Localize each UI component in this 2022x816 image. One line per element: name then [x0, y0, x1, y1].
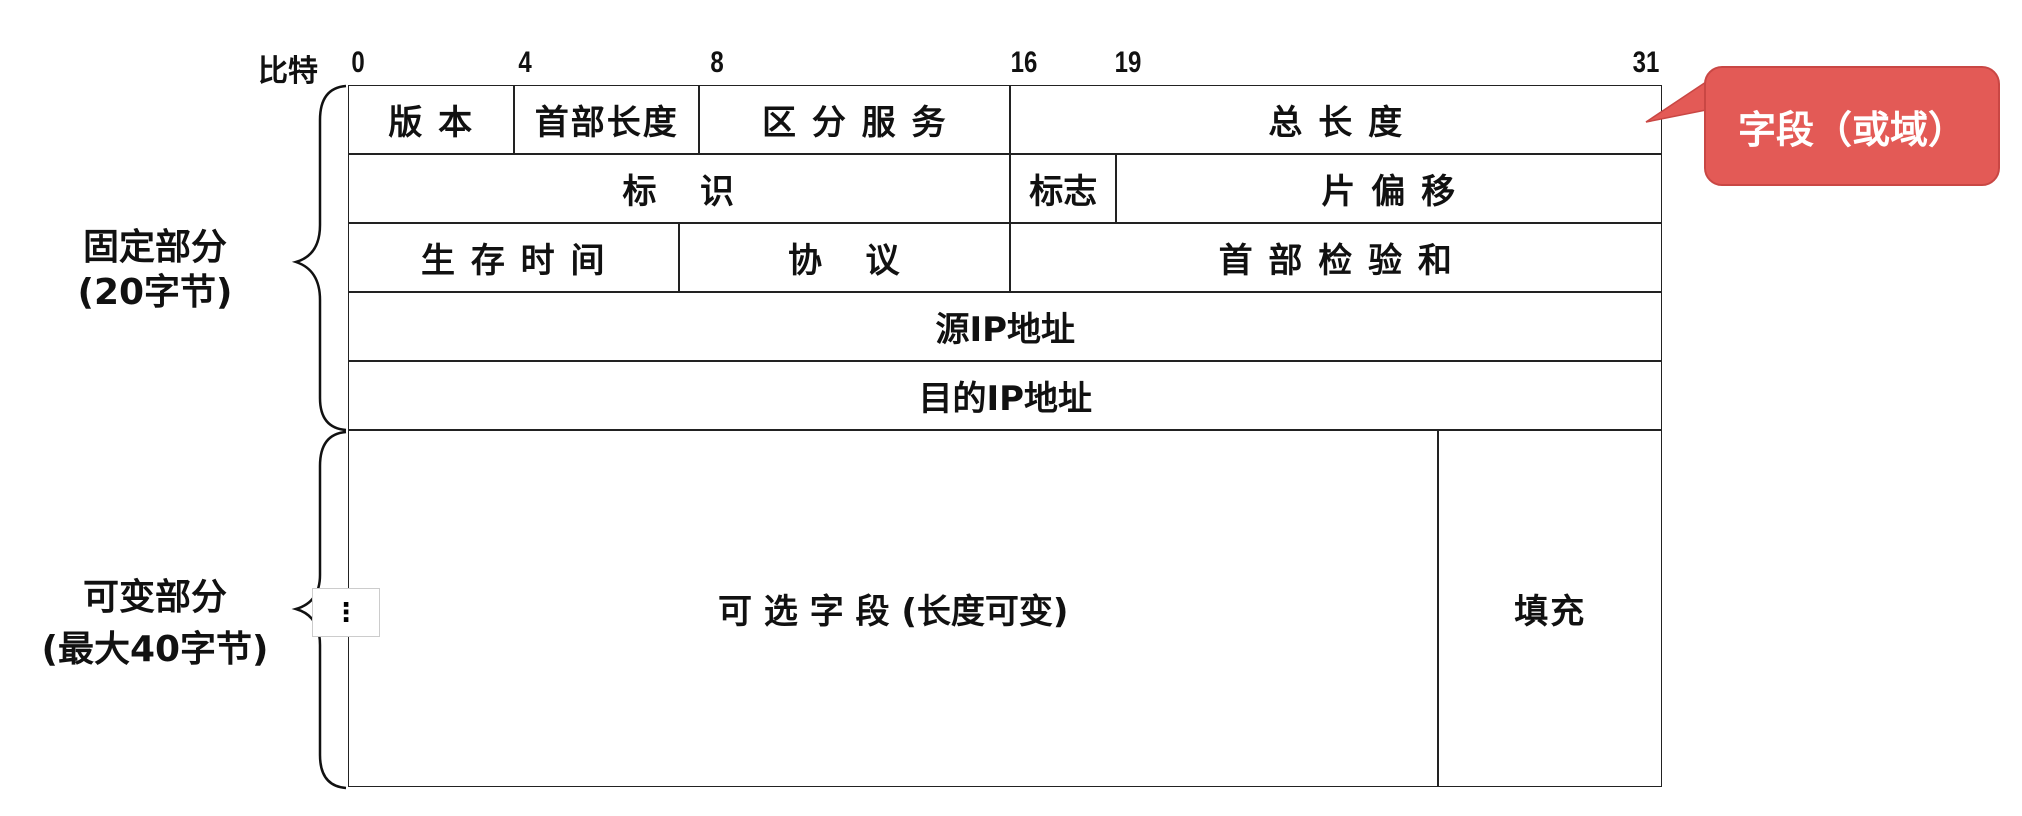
brace-icons — [291, 84, 347, 790]
field-source-ip: 源IP地址 — [348, 292, 1663, 362]
fixed-part-size: (20字节) — [77, 272, 233, 313]
field-ttl: 生 存 时 间 — [348, 223, 680, 293]
bits-label: 比特 — [258, 54, 318, 89]
bit-tick-16: 16 — [1010, 46, 1038, 79]
variable-part-size: (最大40字节) — [41, 629, 269, 670]
fixed-part-brace-icon — [291, 84, 347, 432]
field-total-length: 总 长 度 — [1010, 85, 1663, 155]
field-protocol: 协 议 — [679, 223, 1011, 293]
bit-tick-0: 0 — [351, 46, 365, 79]
bit-tick-8: 8 — [710, 46, 724, 79]
field-identification: 标 识 — [348, 154, 1011, 224]
field-version: 版 本 — [348, 85, 515, 155]
field-callout: 字段（或域） — [1704, 66, 2000, 186]
field-flags: 标志 — [1010, 154, 1117, 224]
bit-tick-19: 19 — [1114, 46, 1142, 79]
bit-tick-31: 31 — [1632, 46, 1660, 79]
field-header-checksum: 首 部 检 验 和 — [1010, 223, 1663, 293]
more-options-button[interactable]: ⋮ — [312, 588, 380, 637]
field-header-length: 首部长度 — [514, 85, 700, 155]
field-destination-ip: 目的IP地址 — [348, 361, 1663, 431]
field-differentiated-services: 区 分 服 务 — [699, 85, 1011, 155]
variable-part-brace-icon — [291, 430, 347, 790]
callout-text: 字段（或域） — [1737, 107, 1966, 152]
vertical-ellipsis-icon: ⋮ — [333, 597, 359, 628]
field-options: 可 选 字 段 (长度可变) — [348, 430, 1439, 788]
field-padding: 填充 — [1438, 430, 1663, 788]
fixed-part-title: 固定部分 — [82, 227, 227, 268]
field-fragment-offset: 片 偏 移 — [1116, 154, 1663, 224]
callout-pointer-icon — [1645, 80, 1707, 123]
bit-tick-4: 4 — [518, 46, 532, 79]
variable-part-title: 可变部分 — [82, 577, 227, 618]
